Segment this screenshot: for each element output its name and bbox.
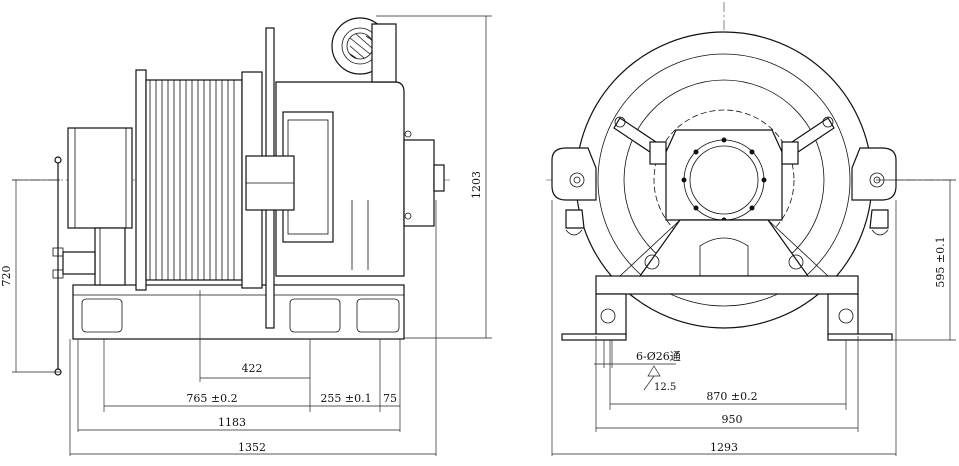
hole-note: 6-Ø26通 12.5 (594, 340, 681, 393)
dim-950-label: 950 (722, 413, 743, 426)
motor-flange (649, 129, 799, 223)
brake-housing (67, 127, 133, 229)
hand-release-lever (52, 156, 96, 376)
dim-595-label: 595 ±0.1 (934, 236, 947, 287)
traction-sheave (135, 69, 263, 291)
dim-870-label: 870 ±0.2 (706, 390, 757, 403)
support-frame (619, 219, 829, 277)
dim-765-label: 765 ±0.2 (186, 392, 237, 405)
dim-595: 595 ±0.1 (858, 179, 956, 341)
front-bottom-dimensions: 870 ±0.2 950 1293 (551, 200, 897, 456)
side-bottom-dimensions: 422 765 ±0.2 255 ±0.1 75 1183 1352 (69, 200, 437, 456)
dim-1183-label: 1183 (218, 416, 246, 429)
dim-75-label: 75 (383, 392, 397, 405)
motor-housing (245, 81, 445, 277)
hole-note-label: 6-Ø26通 (636, 350, 681, 363)
dim-720-label: 720 (0, 266, 13, 287)
dim-422-label: 422 (242, 362, 263, 375)
dim-720: 720 (0, 179, 60, 373)
base-frame (72, 284, 405, 340)
dim-255-label: 255 ±0.1 (320, 392, 371, 405)
roughness-label: 12.5 (654, 382, 676, 393)
side-view: 1203 720 422 765 ±0.2 255 ±0.1 75 (0, 15, 492, 456)
dim-1203: 1203 (376, 15, 492, 339)
front-base (595, 275, 859, 295)
dim-1203-label: 1203 (470, 171, 483, 199)
dim-1352-label: 1352 (238, 441, 266, 454)
dim-1293-label: 1293 (710, 441, 738, 454)
cooling-fan (331, 17, 397, 83)
brake-arms (551, 116, 897, 236)
front-view: 595 ±0.1 6-Ø26通 12.5 870 ±0.2 950 1293 (546, 2, 956, 456)
